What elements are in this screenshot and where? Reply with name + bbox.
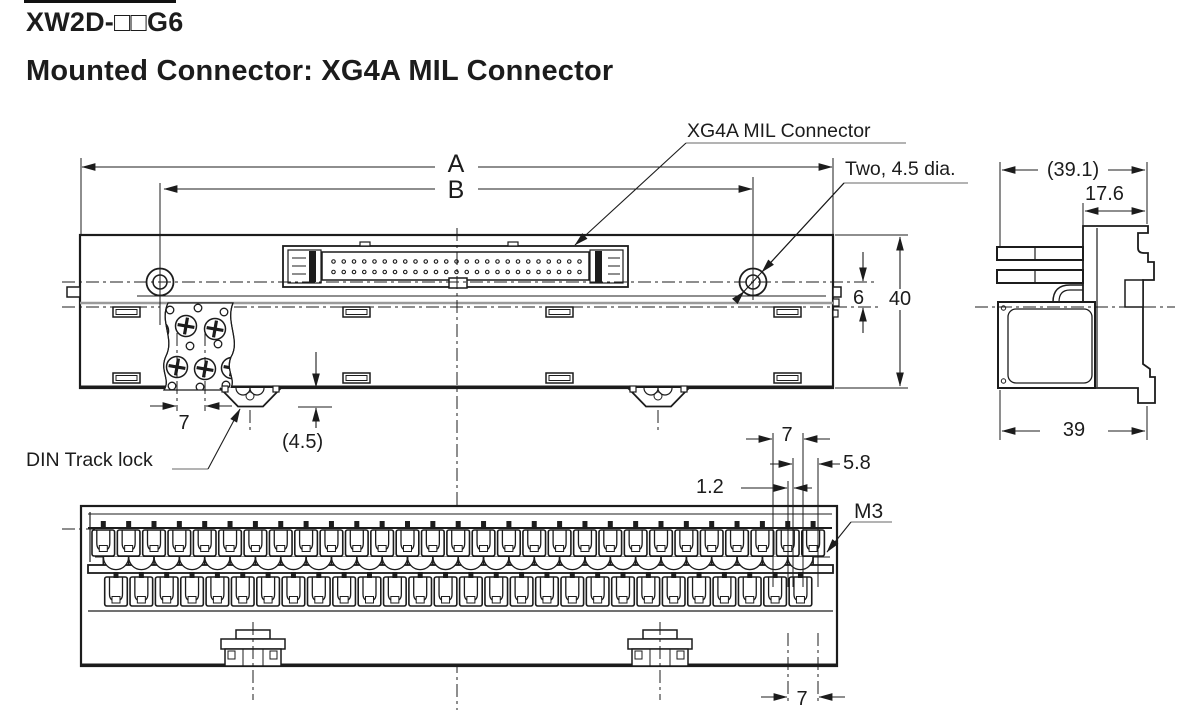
dim-label-40: 40 <box>883 289 917 310</box>
leader-m3 <box>826 521 892 553</box>
dim-label-7-bottom: 7 <box>796 688 808 710</box>
dim-label-1-2: 1.2 <box>696 476 724 498</box>
upper-terminal-row <box>91 521 826 566</box>
dim-label-17-6: 17.6 <box>1085 183 1124 205</box>
lower-terminal-row <box>103 572 813 607</box>
mil-connector <box>282 241 629 289</box>
side-connector-lower <box>996 269 1084 284</box>
side-view <box>975 162 1175 440</box>
page-crop-artifact <box>24 0 176 3</box>
dim-label-6: 6 <box>853 287 865 309</box>
leader-two-holes <box>732 182 968 304</box>
screw-head <box>174 314 198 338</box>
leader-xg4a <box>574 142 906 246</box>
dim-label-4-5: (4.5) <box>282 431 324 453</box>
side-terminal-block <box>997 301 1096 389</box>
label-two-holes: Two, 4.5 dia. <box>845 158 956 180</box>
front-view <box>62 142 968 710</box>
bottom-view <box>62 433 892 702</box>
connector-pins <box>331 259 582 275</box>
left-end-tab <box>66 286 81 298</box>
label-xg4a-connector: XG4A MIL Connector <box>687 120 871 142</box>
screw-head <box>203 317 227 341</box>
label-m3: M3 <box>854 500 884 523</box>
dim-label-7-front: 7 <box>178 412 190 434</box>
dim-40 <box>835 234 908 389</box>
dim-label-A: A <box>440 151 472 177</box>
side-connector-upper <box>996 246 1084 261</box>
terminal-scallops <box>102 556 814 571</box>
dim-label-7-top: 7 <box>781 424 793 446</box>
dim-17-6 <box>1082 203 1146 227</box>
model-title: XW2D-□□G6 <box>26 7 184 37</box>
dim-39-1 <box>999 162 1148 248</box>
dim-4-5 <box>298 352 332 428</box>
dim-label-5-8: 5.8 <box>843 452 871 474</box>
dim-terminals <box>741 433 845 702</box>
dim-39 <box>999 390 1148 440</box>
page-title: Mounted Connector: XG4A MIL Connector <box>26 55 614 87</box>
din-track-lock-right <box>627 385 690 408</box>
dim-7-front <box>150 333 232 411</box>
dim-A <box>80 158 834 236</box>
label-din-track-lock: DIN Track lock <box>26 449 153 471</box>
leader-din-lock <box>172 408 241 470</box>
dim-label-39: 39 <box>1057 420 1091 441</box>
din-track-lock-left <box>219 385 282 408</box>
dim-B <box>159 177 754 325</box>
dim-label-B: B <box>440 177 472 203</box>
right-end-tab <box>832 286 842 298</box>
dim-label-39-1: (39.1) <box>1038 160 1108 181</box>
screw-head <box>163 319 170 343</box>
